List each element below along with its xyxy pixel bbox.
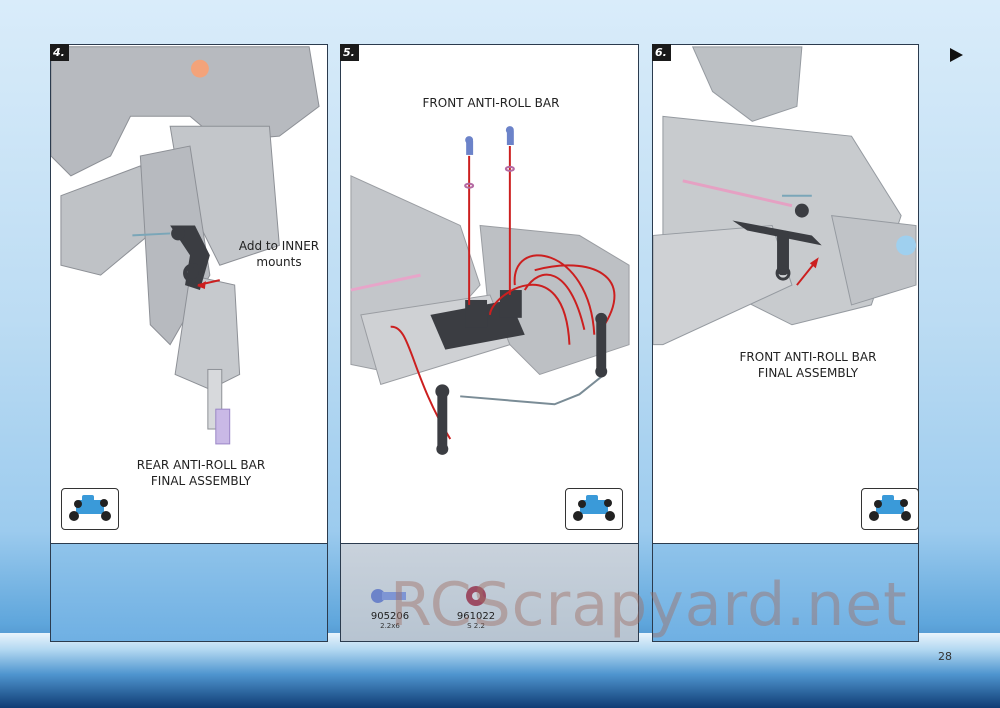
part-code: 905206 <box>370 611 410 622</box>
site-watermark: RCScrapyard.net <box>390 570 908 640</box>
part-905206: 905206 2.2x6 <box>355 584 425 630</box>
step-6-parts-area <box>653 543 918 641</box>
car-icon <box>61 488 119 530</box>
next-page-arrow-icon[interactable] <box>950 48 963 62</box>
screw-icon <box>371 589 406 603</box>
rear-suspension-illustration <box>51 46 327 542</box>
note-line-2: mounts <box>256 255 302 269</box>
bottom-band <box>0 633 1000 708</box>
caption-line-2: FINAL ASSEMBLY <box>757 366 859 380</box>
step-5-panel: 5. FRONT ANTI-ROLL BAR <box>340 44 639 642</box>
caption-line-1: FRONT ANTI-ROLL BAR <box>739 350 877 364</box>
car-icon <box>565 488 623 530</box>
step-number: 6. <box>652 44 671 61</box>
note-line-1: Add to INNER <box>238 239 320 253</box>
front-final-illustration <box>653 46 917 346</box>
step-6-panel: 6. FRONT ANTI-ROLL BAR FINAL ASSEMBLY <box>652 44 919 642</box>
front-antiroll-illustration <box>350 126 630 455</box>
car-graphic <box>69 495 111 521</box>
part-size: S 2.2 <box>467 622 485 630</box>
caption-line-2: FINAL ASSEMBLY <box>150 474 252 488</box>
car-icon <box>861 488 919 530</box>
car-graphic <box>573 495 615 521</box>
step-number: 4. <box>50 44 69 61</box>
step-5-parts-area: 905206 2.2x6 961022 S 2.2 <box>341 543 638 641</box>
step-number: 5. <box>340 44 359 61</box>
washer-icon <box>466 586 486 606</box>
part-code: 961022 <box>456 611 496 622</box>
step-4-parts-area <box>51 543 327 641</box>
step-caption: FRONT ANTI-ROLL BAR <box>422 96 560 110</box>
caption-line-1: REAR ANTI-ROLL BAR <box>136 458 266 472</box>
part-size: 2.2x6 <box>380 622 400 630</box>
step-4-panel: 4. Add to INNER mounts REAR ANTI-ROLL BA… <box>50 44 328 642</box>
car-graphic <box>869 495 911 521</box>
page-number: 28 <box>938 650 952 663</box>
part-961022: 961022 S 2.2 <box>446 584 506 630</box>
